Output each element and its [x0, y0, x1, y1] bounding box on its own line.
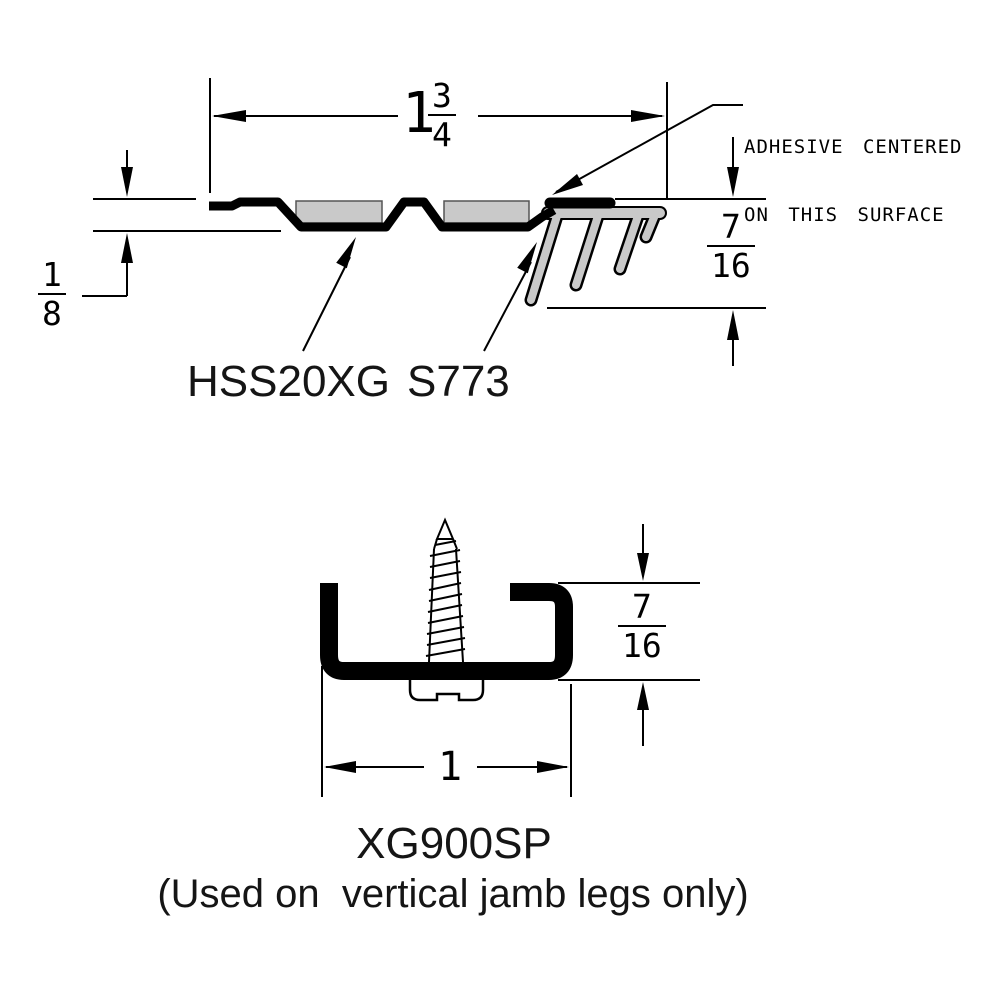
dim-top-width-whole: 1: [402, 81, 436, 146]
label-retainer: HSS20XG: [187, 357, 390, 406]
dim-top-thickness-numerator: 1: [42, 255, 62, 294]
dim-bottom-height-denominator: 16: [618, 625, 666, 664]
dim-bottom-width: 1: [438, 744, 463, 790]
label-seal: S773: [407, 357, 510, 406]
caption-usage: (Used on vertical jamb legs only): [157, 872, 749, 916]
adhesive-note-line1: ADHESIVE CENTERED: [744, 136, 963, 158]
dim-top-width-denominator: 4: [428, 114, 456, 153]
fin-seal-body: [527, 208, 665, 304]
dim-top-height-numerator: 7: [720, 207, 741, 246]
dim-top-height-denominator: 16: [707, 245, 755, 284]
bottom-extension-lines: [321, 524, 700, 797]
dim-bottom-height-fraction: 7 16: [618, 588, 666, 664]
dim-top-height-fraction: 7 16: [707, 208, 755, 284]
clip-profile: [320, 583, 573, 680]
top-extension-lines: [82, 78, 766, 366]
adhesive-pads: [295, 200, 530, 224]
bottom-arrowheads: [324, 553, 649, 773]
dim-top-width-fraction: 3 4: [428, 77, 456, 153]
screw: [408, 517, 485, 702]
retainer-profile: [209, 197, 557, 232]
adhesive-note: ADHESIVE CENTERED ON THIS SURFACE: [744, 91, 962, 271]
dim-top-thickness-denominator: 8: [38, 293, 66, 332]
label-clip: XG900SP: [356, 819, 552, 868]
dim-top-width-numerator: 3: [432, 76, 452, 115]
dim-bottom-height-numerator: 7: [631, 587, 652, 626]
dim-top-thickness-fraction: 1 8: [38, 256, 66, 332]
top-arrowheads: [121, 110, 739, 340]
adhesive-note-line2: ON THIS SURFACE: [744, 203, 945, 226]
